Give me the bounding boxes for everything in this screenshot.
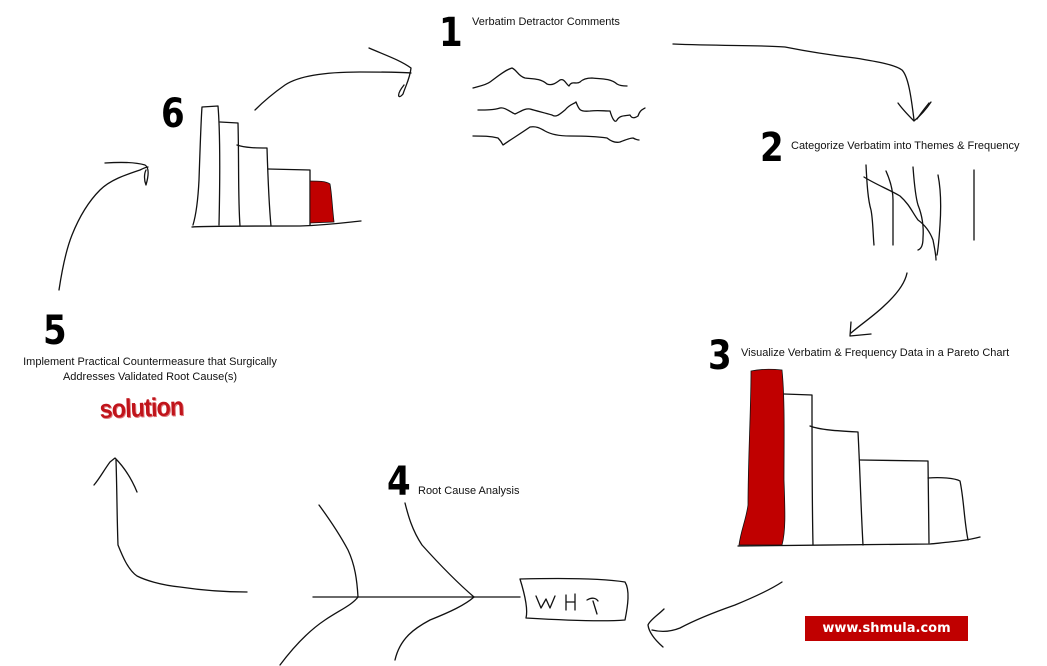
step-2-number: 2	[760, 125, 784, 171]
verbatim-scribble-icon	[472, 67, 646, 146]
step-3-number: 3	[708, 333, 732, 379]
arrow-step2-to-step3	[849, 272, 908, 337]
arrow-step6-to-step1	[254, 47, 412, 111]
arrow-step5-to-step6	[58, 161, 149, 291]
tally-marks-icon	[863, 164, 975, 261]
pareto-chart-step6-icon	[191, 105, 362, 228]
step-5-label-line2: Addresses Validated Root Cause(s)	[62, 371, 238, 383]
fishbone-diagram-icon	[279, 502, 629, 666]
step-1-number: 1	[439, 10, 463, 56]
step-5-number: 5	[43, 308, 67, 354]
arrow-step4-to-step5	[93, 457, 248, 593]
step-5-label: Implement Practical Countermeasure that …	[0, 355, 300, 385]
shmula-website-link[interactable]: www.shmula.com	[805, 616, 968, 641]
step-6-number: 6	[161, 91, 185, 137]
pareto-chart-step3-icon	[737, 368, 981, 547]
solution-badge: solution	[99, 391, 184, 424]
step-3-label: Visualize Verbatim & Frequency Data in a…	[741, 347, 1010, 359]
arrow-step1-to-step2	[672, 43, 932, 122]
step-2-label: Categorize Verbatim into Themes & Freque…	[791, 140, 1020, 152]
step-4-label: Root Cause Analysis	[418, 485, 520, 497]
step-4-number: 4	[387, 459, 411, 505]
step-1-label: Verbatim Detractor Comments	[472, 16, 620, 28]
step-5-label-line1: Implement Practical Countermeasure that …	[23, 356, 277, 368]
arrow-step3-to-step4	[647, 581, 783, 648]
